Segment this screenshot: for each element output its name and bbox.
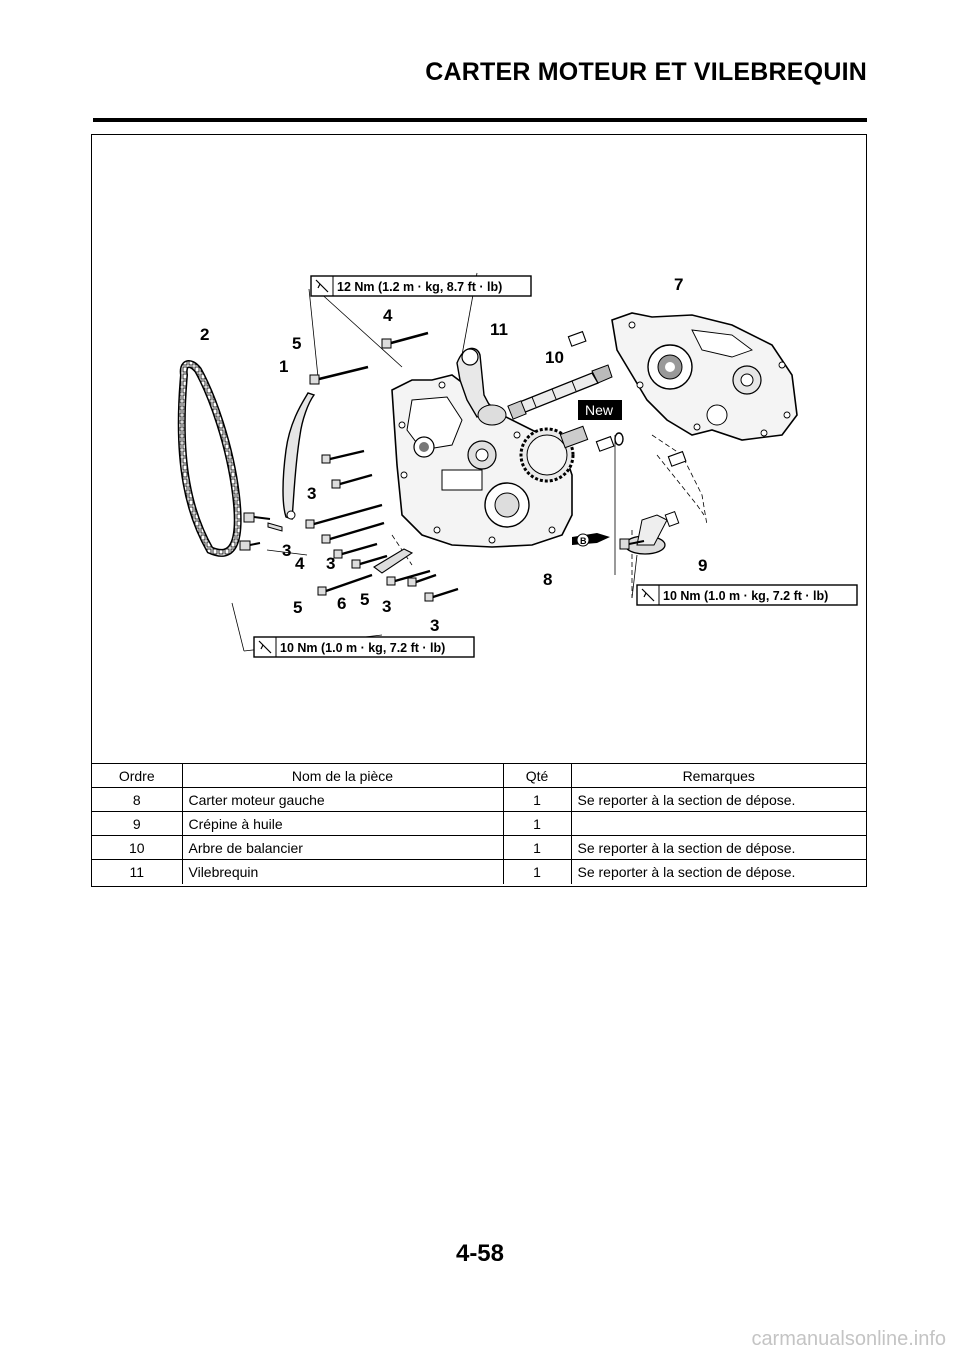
cell-remarques: Se reporter à la section de dépose.: [570, 859, 866, 884]
new-badge: New: [578, 400, 622, 420]
torque-spec-bottom-label: 10 Nm (1.0 m · kg, 7.2 ft · lb): [280, 641, 445, 655]
cell-nom: Crépine à huile: [181, 811, 503, 836]
cell-remarques: Se reporter à la section de dépose.: [570, 787, 866, 812]
cell-ordre: 10: [92, 835, 182, 860]
sealant-tube-icon: B: [572, 533, 610, 547]
timing-chain: [177, 360, 242, 557]
cell-remarques: [570, 811, 866, 836]
header-nom: Nom de la pièce: [181, 763, 503, 788]
cell-qte: 1: [502, 811, 571, 836]
table-row: 11 Vilebrequin 1 Se reporter à la sectio…: [92, 859, 866, 884]
balancer-gear: [519, 425, 589, 483]
cell-qte: 1: [502, 859, 571, 884]
header-qte: Qté: [502, 763, 571, 788]
watermark: carmanualsonline.info: [751, 1328, 946, 1350]
torque-wrench-icon: [641, 588, 655, 602]
cell-qte: 1: [502, 835, 571, 860]
cell-ordre: 9: [92, 811, 182, 836]
table-row: 9 Crépine à huile 1: [92, 811, 866, 836]
callout-9: 9: [698, 556, 707, 575]
callout-3d: 3: [382, 597, 391, 616]
callout-11: 11: [490, 320, 508, 339]
callout-8: 8: [543, 570, 552, 589]
callout-3c: 3: [326, 554, 335, 573]
parts-table-header: Ordre Nom de la pièce Qté Remarques: [92, 763, 866, 788]
new-badge-label: New: [585, 402, 614, 418]
exploded-view-diagram: B New: [177, 272, 858, 658]
callout-1: 1: [279, 357, 288, 376]
crankcase-body: [391, 374, 573, 548]
cell-nom: Carter moteur gauche: [181, 787, 503, 812]
callout-4: 4: [383, 306, 393, 325]
callout-5: 5: [292, 334, 301, 353]
page-title: CARTER MOTEUR ET VILEBREQUIN: [425, 58, 867, 86]
callout-5c: 5: [360, 590, 369, 609]
crankcase-bolts: [305, 331, 459, 602]
content-frame: B New: [91, 134, 867, 887]
header-remarques: Remarques: [570, 763, 866, 788]
cell-nom: Vilebrequin: [181, 859, 503, 884]
cell-ordre: 11: [92, 859, 182, 884]
o-ring: [614, 432, 624, 446]
cell-qte: 1: [502, 787, 571, 812]
callout-7: 7: [674, 275, 683, 294]
callout-numbers: 2 5 4 11 7 1 10 3 3 4 3 5 6 5 3 3 8 9: [200, 275, 707, 635]
callout-6: 6: [337, 594, 346, 613]
callout-3b: 3: [282, 541, 291, 560]
balancer-shaft: [507, 364, 613, 420]
guide-bolts: [239, 512, 283, 551]
torque-spec-right-label: 10 Nm (1.0 m · kg, 7.2 ft · lb): [663, 589, 828, 603]
strainer-bolt: [619, 538, 645, 550]
right-crankcase: [611, 312, 798, 441]
torque-spec-bottom: 10 Nm (1.0 m · kg, 7.2 ft · lb): [253, 636, 475, 658]
header-ordre: Ordre: [92, 763, 182, 788]
torque-spec-top: 12 Nm (1.2 m · kg, 8.7 ft · lb): [310, 275, 532, 297]
parts-table: Ordre Nom de la pièce Qté Remarques 8 Ca…: [92, 763, 866, 884]
callout-3e: 3: [430, 616, 439, 635]
callout-5b: 5: [293, 598, 302, 617]
page-number: 4-58: [455, 1240, 505, 1267]
table-row: 8 Carter moteur gauche 1 Se reporter à l…: [92, 787, 866, 812]
cell-remarques: Se reporter à la section de dépose.: [570, 835, 866, 860]
title-rule: [93, 118, 867, 122]
dowel-pins: [567, 330, 687, 467]
crankshaft: [456, 347, 507, 426]
callout-10: 10: [545, 348, 564, 367]
bracket: [373, 548, 414, 574]
chain-guide: [282, 392, 316, 520]
callout-4b: 4: [295, 554, 305, 573]
callout-2: 2: [200, 325, 209, 344]
torque-wrench-icon: [258, 640, 272, 654]
torque-wrench-icon: [315, 279, 329, 293]
callout-3a: 3: [307, 484, 316, 503]
torque-spec-right: 10 Nm (1.0 m · kg, 7.2 ft · lb): [636, 584, 858, 606]
cell-ordre: 8: [92, 787, 182, 812]
cell-nom: Arbre de balancier: [181, 835, 503, 860]
torque-spec-top-label: 12 Nm (1.2 m · kg, 8.7 ft · lb): [337, 280, 502, 294]
oil-strainer: [624, 511, 680, 555]
table-row: 10 Arbre de balancier 1 Se reporter à la…: [92, 835, 866, 860]
sealant-mark-label: B: [580, 536, 587, 546]
